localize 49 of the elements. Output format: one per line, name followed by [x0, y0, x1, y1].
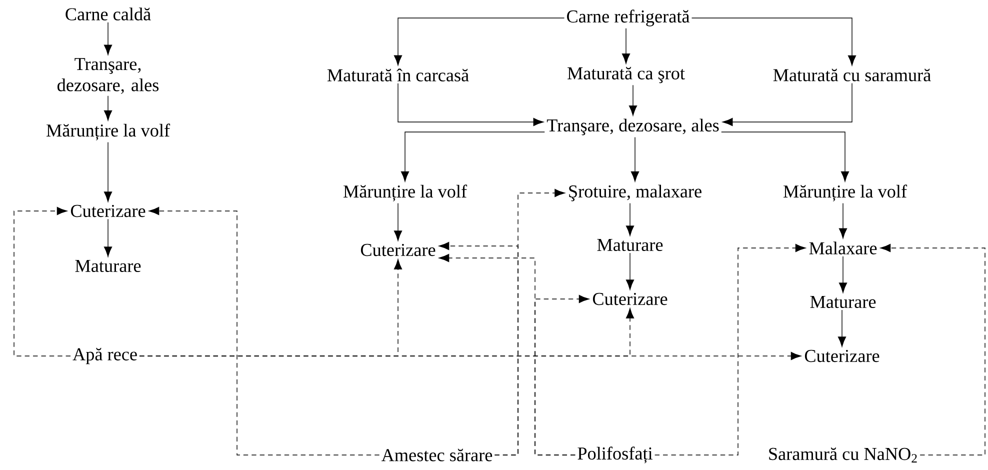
process-step: Cuterizare	[360, 244, 436, 256]
process-step: Maturată cu saramură	[773, 68, 931, 82]
arrow	[622, 28, 630, 64]
process-step: Cuterizare	[70, 204, 146, 218]
process-step: Maturare	[75, 260, 141, 272]
ingredient-label: Saramură cu NaNO$_{2}$	[769, 448, 917, 462]
process-step: Malaxare	[809, 242, 877, 254]
arrow	[626, 202, 634, 236]
arrow	[721, 132, 850, 182]
arrow	[838, 202, 848, 239]
dashed-arrow	[534, 294, 590, 456]
arrow	[104, 96, 112, 121]
ingredient-label: Amestec sărare	[382, 448, 492, 462]
process-step: Mărunțire la volf	[344, 184, 468, 202]
arrow	[630, 136, 640, 182]
process-step: Mărunțire la volf	[784, 184, 908, 202]
process-step: Cuterizare	[592, 292, 668, 306]
arrow	[838, 256, 848, 293]
arrow	[691, 18, 856, 66]
arrow	[394, 202, 402, 241]
process-step: Cuterizare	[804, 350, 880, 362]
process-step: Maturare	[810, 296, 876, 308]
ingredient-label: Apă rece	[72, 348, 137, 364]
arrow	[626, 252, 634, 290]
process-step: Maturare	[597, 238, 663, 252]
dashed-arrow	[654, 244, 806, 456]
process-step: Tranşare, dezosare, ales	[546, 118, 719, 136]
process-step: Carne refrigerată	[567, 10, 690, 26]
process-step: Carne caldă	[66, 8, 151, 20]
dashed-arrow	[139, 352, 802, 360]
process-step: Tranşare, dezosare, ales	[58, 58, 159, 94]
arrow	[104, 142, 112, 202]
ingredient-label: Polifosfați	[578, 446, 652, 464]
arrow	[394, 18, 565, 66]
arrow	[400, 132, 545, 182]
process-step: Şrotuire, malaxare	[569, 184, 702, 202]
arrow	[838, 310, 846, 347]
arrow	[104, 22, 112, 56]
arrow	[104, 218, 112, 257]
dashed-arrow	[494, 188, 565, 456]
arrow	[628, 84, 638, 116]
dashed-arrow	[14, 206, 71, 356]
process-step: Maturată ca şrot	[568, 66, 685, 84]
process-step: Mărunțire la volf	[46, 124, 170, 140]
dashed-arrow	[880, 244, 986, 456]
arrow	[398, 83, 544, 126]
dashed-arrow	[148, 206, 380, 456]
arrow	[722, 82, 852, 126]
process-step: Maturată în carcasă	[327, 68, 469, 82]
